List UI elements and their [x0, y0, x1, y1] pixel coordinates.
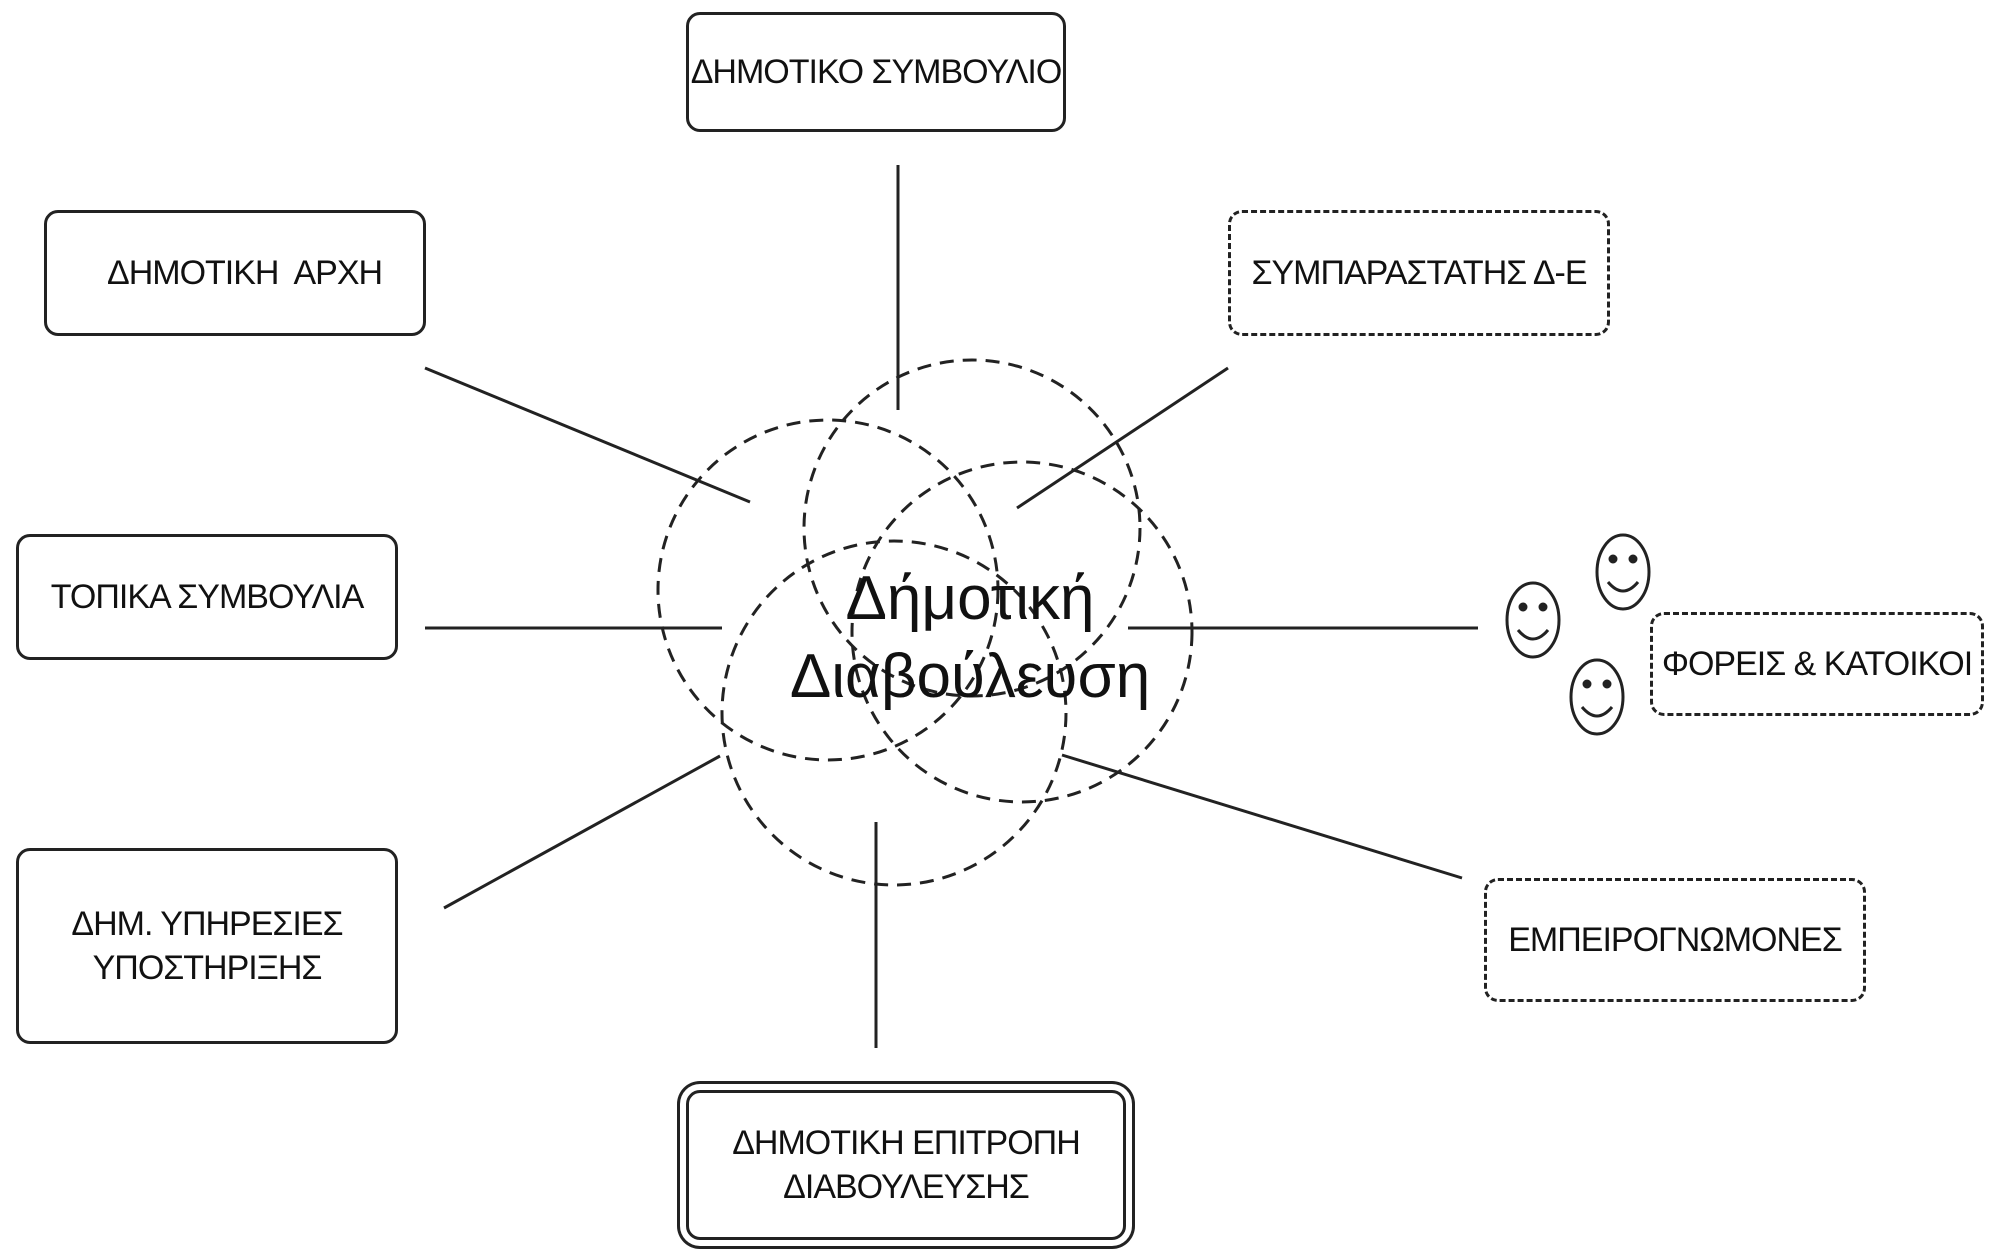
box-support-services: ΔΗΜ. ΥΠΗΡΕΣΙΕΣ ΥΠΟΣΤΗΡΙΞΗΣ — [16, 848, 398, 1044]
box-consultation-committee-label-line2: ΔΙΑΒΟΥΛΕΥΣΗΣ — [783, 1168, 1030, 1206]
venn-circle-left — [656, 418, 1000, 762]
connector-authority — [424, 366, 751, 504]
box-consultation-committee: ΔΗΜΟΤΙΚΗ ΕΠΙΤΡΟΠΗ ΔΙΑΒΟΥΛΕΥΣΗΣ — [686, 1090, 1126, 1240]
center-title-line2: Διαβούλευση — [789, 641, 1151, 711]
box-advocate: ΣΥΜΠΑΡΑΣΤΑΤΗΣ Δ-Ε — [1228, 210, 1610, 336]
connector-advocate — [1016, 366, 1229, 510]
smiley-face-icon — [1595, 533, 1651, 611]
box-bodies-residents-label: ΦΟΡΕΙΣ & ΚΑΤΟΙΚΟΙ — [1661, 644, 1973, 683]
box-municipal-authority: ΔΗΜΟΤΙΚΗ ΑΡΧΗ — [44, 210, 426, 336]
box-consultation-committee-label-line1: ΔΗΜΟΤΙΚΗ ΕΠΙΤΡΟΠΗ — [732, 1123, 1081, 1162]
box-support-services-label-line1: ΔΗΜ. ΥΠΗΡΕΣΙΕΣ — [71, 904, 343, 943]
smiley-face-icon — [1505, 581, 1561, 659]
box-municipal-authority-label: ΔΗΜΟΤΙΚΗ ΑΡΧΗ — [107, 253, 383, 292]
residents-smileys — [1505, 533, 1651, 736]
connector-services — [443, 754, 721, 910]
box-experts: ΕΜΠΕΙΡΟΓΝΩΜΟΝΕΣ — [1484, 878, 1866, 1002]
box-advocate-label: ΣΥΜΠΑΡΑΣΤΑΤΗΣ Δ-Ε — [1251, 253, 1587, 292]
center-title: Δήμοτική Διαβούλευση — [700, 560, 1240, 715]
venn-circle-top — [802, 358, 1142, 698]
venn-circle-right — [850, 460, 1194, 804]
box-municipal-council: ΔΗΜΟΤΙΚΟ ΣΥΜΒΟΥΛΙΟ — [686, 12, 1066, 132]
box-bodies-residents: ΦΟΡΕΙΣ & ΚΑΤΟΙΚΟΙ — [1650, 612, 1984, 716]
box-support-services-label-line2: ΥΠΟΣΤΗΡΙΞΗΣ — [92, 949, 323, 987]
connector-experts — [1061, 753, 1463, 880]
box-experts-label: ΕΜΠΕΙΡΟΓΝΩΜΟΝΕΣ — [1508, 920, 1843, 959]
box-local-councils-label: ΤΟΠΙΚΑ ΣΥΜΒΟΥΛΙΑ — [50, 577, 365, 616]
box-municipal-council-label: ΔΗΜΟΤΙΚΟ ΣΥΜΒΟΥΛΙΟ — [690, 52, 1063, 91]
venn-circle-bottom — [720, 539, 1068, 887]
center-title-line1: Δήμοτική — [845, 564, 1095, 633]
box-local-councils: ΤΟΠΙΚΑ ΣΥΜΒΟΥΛΙΑ — [16, 534, 398, 660]
smiley-face-icon — [1569, 658, 1625, 736]
